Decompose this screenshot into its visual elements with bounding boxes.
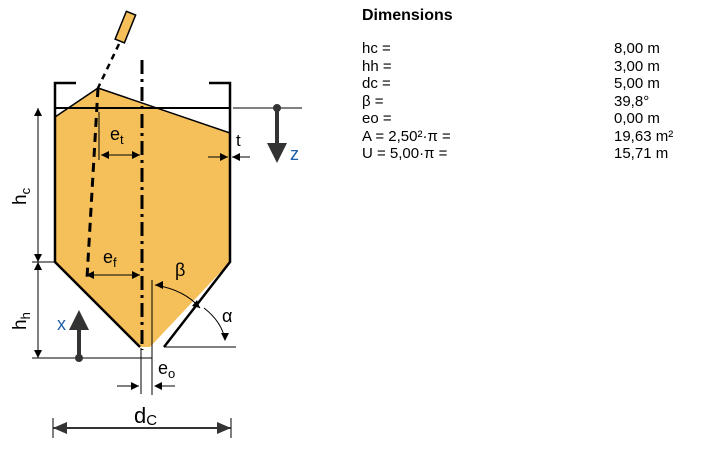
dc-label: dC: [134, 403, 157, 429]
dimension-row-hc: hc =8,00 m: [362, 40, 660, 57]
et-label: et: [110, 124, 124, 147]
z-axis-label: z: [290, 144, 299, 164]
silo-diagram: et t z ef β α hc hh x eo dC: [10, 10, 302, 438]
hh-label: hh: [10, 312, 33, 330]
alpha-label: α: [222, 306, 232, 326]
x-axis-label: x: [57, 314, 66, 334]
dimensions-panel: Dimensions hc =8,00 m hh =3,00 m dc =5,0…: [362, 6, 702, 163]
beta-label: β: [175, 260, 185, 280]
dimension-row-dc: dc =5,00 m: [362, 75, 660, 92]
dimension-row-perimeter: U = 5,00·π =15,71 m: [362, 145, 669, 162]
filling-pipe-icon: [114, 10, 137, 44]
dimension-row-hh: hh =3,00 m: [362, 57, 660, 75]
eo-label: eo: [158, 358, 175, 381]
dimensions-title: Dimensions: [362, 7, 453, 24]
hc-label: hc: [10, 187, 33, 205]
silo-wall-left: [53, 81, 141, 348]
ef-label: ef: [103, 247, 117, 270]
dimension-row-eo: eo =0,00 m: [362, 110, 660, 127]
dimension-row-beta: β =39,8°: [362, 92, 650, 110]
t-label: t: [236, 131, 241, 150]
dimension-row-area: A = 2,50²·π =19,63 m²: [362, 127, 674, 145]
